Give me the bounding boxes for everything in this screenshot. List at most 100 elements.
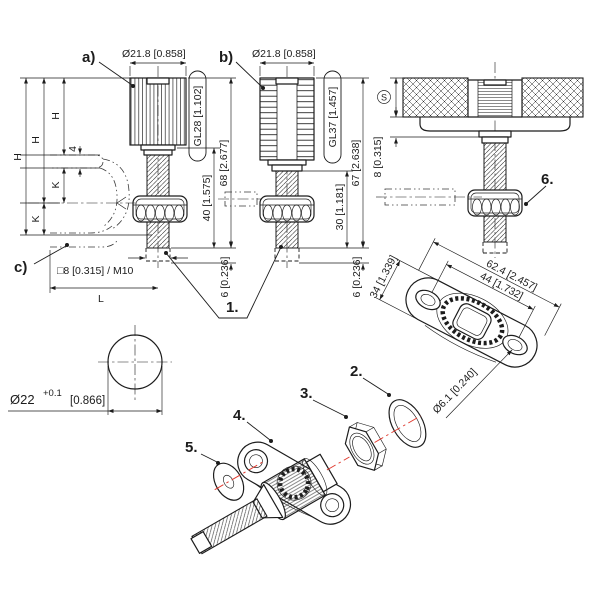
callout-a-dot (131, 84, 135, 88)
flange-square-hole-inner (456, 307, 488, 336)
dims-right-a: GL28 [1.102] 40 [1.575] 68 [2.677] 6 [0.… (171, 70, 236, 297)
hole-inch: [0.866] (70, 395, 105, 407)
grip-callout-frame-b (323, 70, 342, 164)
dim-6-a: 6 [0.236] (219, 256, 231, 297)
exploded-flange-hole-upper (243, 449, 269, 474)
head-top-tab-installed (483, 79, 507, 86)
view-b-long-grip-knob: Ø21.8 [0.858] GL37 [1.457] 30 [1.181] 67… (218, 48, 369, 297)
dims-right-b: GL37 [1.457] 30 [1.181] 67 [2.638] 6 [0.… (299, 70, 369, 297)
wing-nut-b (259, 195, 315, 223)
view-panel-hole: Ø22 +0.1 [0.866] (8, 325, 172, 415)
threaded-neck-a (146, 154, 170, 197)
wing-nut-inner-b (262, 198, 312, 220)
part-label-5: 5. (185, 439, 198, 456)
callout-c-leader (33, 245, 67, 265)
head-top-tab-b (275, 77, 299, 85)
dim-4: 4 (67, 146, 79, 152)
dim-h-inner: H (50, 112, 62, 120)
stud-phantom-end-b (274, 248, 300, 262)
callout-b-dot (261, 86, 265, 90)
hole-crosshair (98, 325, 172, 400)
callout-6: 6. (541, 171, 554, 188)
dim-68: 68 [2.677] (218, 140, 230, 187)
head-collar-a (140, 144, 176, 151)
dim-panel-thickness: S (377, 77, 421, 118)
thread-spec: □8 [0.315] / M10 (57, 265, 134, 277)
wing-nut-installed (467, 189, 523, 217)
dims-left-a: H H K H K 4 (12, 77, 152, 236)
dim-dia-a-group: Ø21.8 [0.858] (122, 48, 187, 76)
panel-section-right (521, 77, 584, 118)
grip-callout-frame-a (188, 70, 207, 162)
head-spring-section (477, 79, 513, 118)
dim-dia-a: Ø21.8 [0.858] (122, 48, 186, 60)
dim-34: 34 [1.339] (368, 253, 400, 300)
dim-k-outer: K (30, 215, 42, 222)
collar2-installed (481, 136, 509, 144)
wing-nut-scallops-installed (472, 198, 520, 216)
panel-hole-circle (107, 334, 163, 390)
knurled-head-a (129, 77, 187, 146)
callout-b-leader (235, 61, 263, 88)
panel-thickness-symbol: S (381, 93, 387, 103)
view-exploded-assembly: 2. 3. 4. 5. (185, 363, 427, 555)
hole-dia: Ø22 (10, 392, 35, 407)
callout-a: a) (82, 49, 95, 66)
part1-callout: 1. (164, 245, 283, 319)
head-collar2-a (143, 149, 173, 156)
panel-section-left (402, 77, 469, 118)
dim-k-inner: K (50, 181, 62, 188)
head-collar-b (267, 159, 307, 166)
dim-8: 8 [0.315] (372, 136, 384, 177)
callout-c-dot (65, 243, 69, 247)
stud-installed (483, 215, 507, 243)
part-label-4: 4. (233, 407, 246, 424)
part-label-2: 2. (350, 363, 363, 380)
hole-dia-leader (445, 349, 513, 419)
phantom-lever (50, 154, 130, 248)
s-symbol-circle (377, 90, 391, 104)
head-collar2-b (271, 164, 303, 172)
view-a-short-grip-knob: H H K H K 4 Ø21.8 [0.858] GL28 [1.102] 4… (12, 48, 236, 305)
dim-h-mid: H (30, 136, 42, 144)
callout-6-leader (526, 185, 547, 204)
view-flange-iso: 62.4 [2.457] 44 [1.732] 34 [1.339] Ø6.1 … (368, 238, 562, 419)
dim-8-group: 8 [0.315] (372, 107, 480, 177)
dim-dia-b-group: Ø21.8 [0.858] (252, 48, 316, 76)
threaded-shaft-installed (483, 142, 507, 191)
exploded-hex-nut (344, 422, 387, 471)
grip-callout-b: GL37 [1.457] (327, 87, 339, 148)
head-top-tab-a (146, 77, 170, 85)
exploded-o-ring (388, 399, 427, 448)
hole-tolerance: +0.1 (43, 388, 62, 399)
red-axis-centerline (326, 415, 421, 471)
callout-b: b) (219, 49, 233, 66)
wing-nut-scallops-a (136, 204, 184, 222)
head-ribs-left-b (259, 77, 278, 161)
stud-b (275, 221, 299, 249)
dim-6-b: 6 [0.236] (351, 256, 363, 297)
part-label-3: 3. (300, 385, 313, 402)
dim-dia-b: Ø21.8 [0.858] (252, 48, 316, 60)
wing-nut-scallops-b (263, 204, 311, 222)
grip-callout-a: GL28 [1.102] (192, 86, 204, 147)
part-label-1: 1. (226, 299, 239, 316)
stud-phantom-end-a (145, 248, 171, 262)
dims-bottom-a: □8 [0.315] / M10 L (49, 250, 188, 305)
collar-installed (478, 130, 512, 138)
wing-nut-inner-a (135, 198, 185, 220)
dim-40: 40 [1.575] (201, 175, 213, 222)
exploded-stud-square-end (190, 531, 213, 554)
callout-6-dot (524, 202, 528, 206)
wing-nut-a (132, 195, 188, 223)
dim-h-outer: H (12, 153, 24, 161)
threaded-neck-b (275, 170, 299, 197)
view-installed-section: S 8 [0.315] 6. (372, 62, 584, 258)
head-ribs-right-b (296, 77, 315, 161)
callout-c: c) (14, 259, 27, 276)
dim-67: 67 [2.638] (350, 140, 362, 187)
dim-30: 30 [1.181] (334, 184, 346, 231)
dim-l: L (98, 293, 104, 305)
